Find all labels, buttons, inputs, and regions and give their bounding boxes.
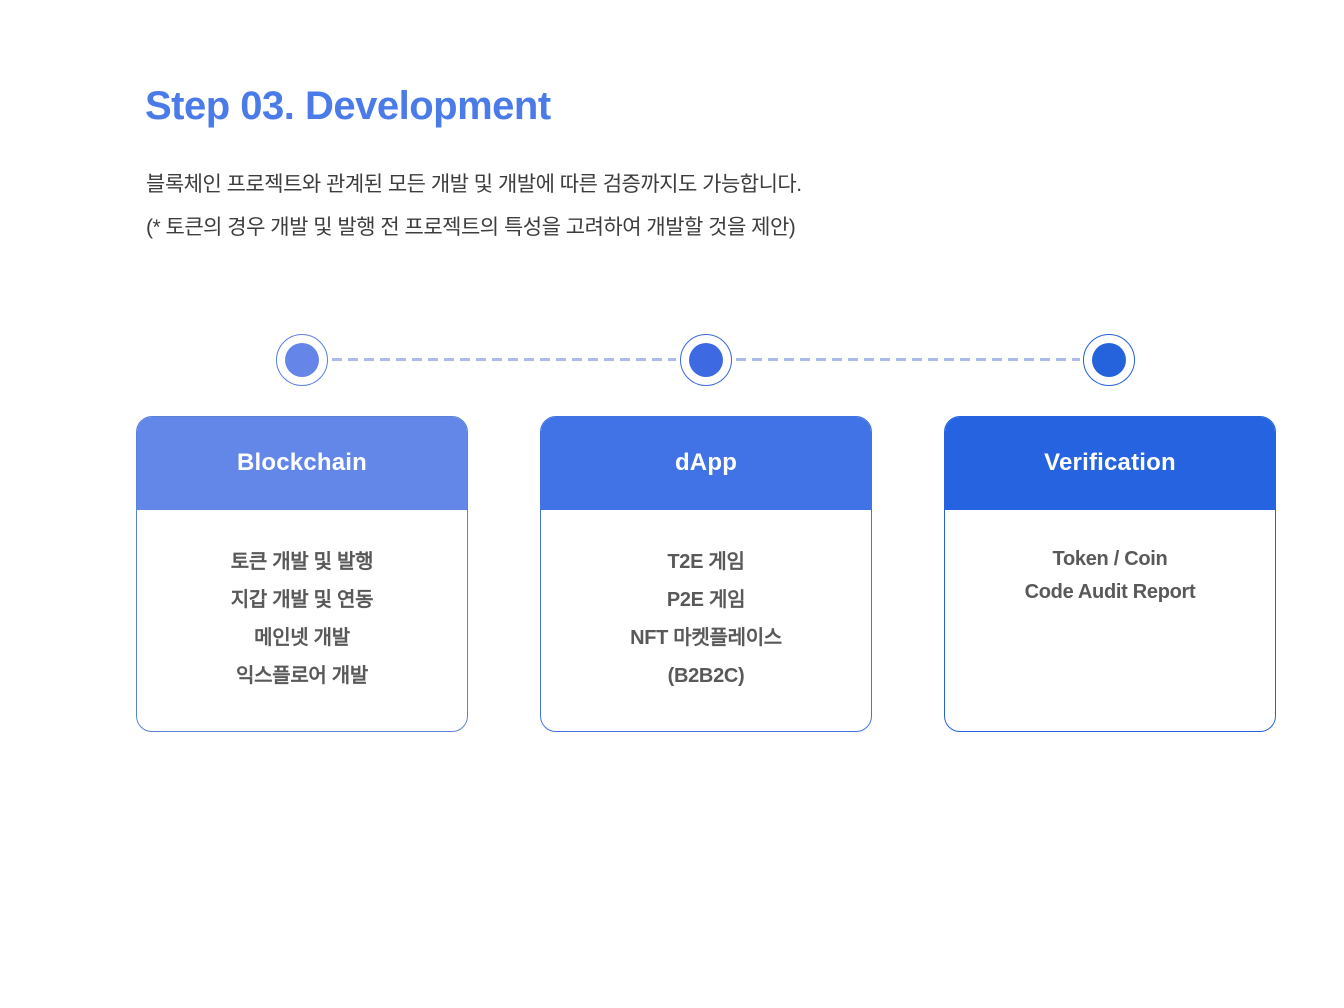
card-verification-body: Token / Coin Code Audit Report bbox=[945, 510, 1275, 609]
card-item: 익스플로어 개발 bbox=[236, 664, 368, 687]
card-item: 메인넷 개발 bbox=[254, 626, 350, 649]
description-line-1: 블록체인 프로젝트와 관계된 모든 개발 및 개발에 따른 검증까지도 가능합니… bbox=[146, 173, 802, 196]
page-title: Step 03. Development bbox=[145, 84, 551, 128]
card-item: (B2B2C) bbox=[667, 664, 745, 687]
timeline-dot-step-3 bbox=[1092, 343, 1126, 377]
card-dapp: dApp T2E 게임 P2E 게임 NFT 마켓플레이스 (B2B2C) bbox=[540, 416, 872, 732]
timeline-dot-step-2 bbox=[689, 343, 723, 377]
card-item: 지갑 개발 및 연동 bbox=[230, 588, 374, 611]
card-item: Code Audit Report bbox=[1024, 580, 1196, 603]
card-item: NFT 마켓플레이스 bbox=[630, 626, 782, 649]
card-verification-title: Verification bbox=[945, 417, 1275, 510]
timeline-dashed-connector-1 bbox=[332, 358, 676, 361]
timeline-dashed-connector-2 bbox=[736, 358, 1080, 361]
description-line-2: (* 토큰의 경우 개발 및 발행 전 프로젝트의 특성을 고려하여 개발할 것… bbox=[146, 216, 796, 239]
timeline-dot-step-1 bbox=[285, 343, 319, 377]
card-blockchain-title: Blockchain bbox=[137, 417, 467, 510]
card-verification: Verification Token / Coin Code Audit Rep… bbox=[944, 416, 1276, 732]
card-item: Token / Coin bbox=[1052, 547, 1168, 570]
card-blockchain: Blockchain 토큰 개발 및 발행 지갑 개발 및 연동 메인넷 개발 … bbox=[136, 416, 468, 732]
timeline-node-step-3 bbox=[1083, 334, 1135, 386]
card-blockchain-body: 토큰 개발 및 발행 지갑 개발 및 연동 메인넷 개발 익스플로어 개발 bbox=[137, 510, 467, 695]
card-dapp-title: dApp bbox=[541, 417, 871, 510]
card-item: P2E 게임 bbox=[666, 588, 746, 611]
timeline-node-step-2 bbox=[680, 334, 732, 386]
card-dapp-body: T2E 게임 P2E 게임 NFT 마켓플레이스 (B2B2C) bbox=[541, 510, 871, 695]
timeline-node-step-1 bbox=[276, 334, 328, 386]
card-item: T2E 게임 bbox=[667, 550, 745, 573]
card-item: 토큰 개발 및 발행 bbox=[230, 550, 374, 573]
